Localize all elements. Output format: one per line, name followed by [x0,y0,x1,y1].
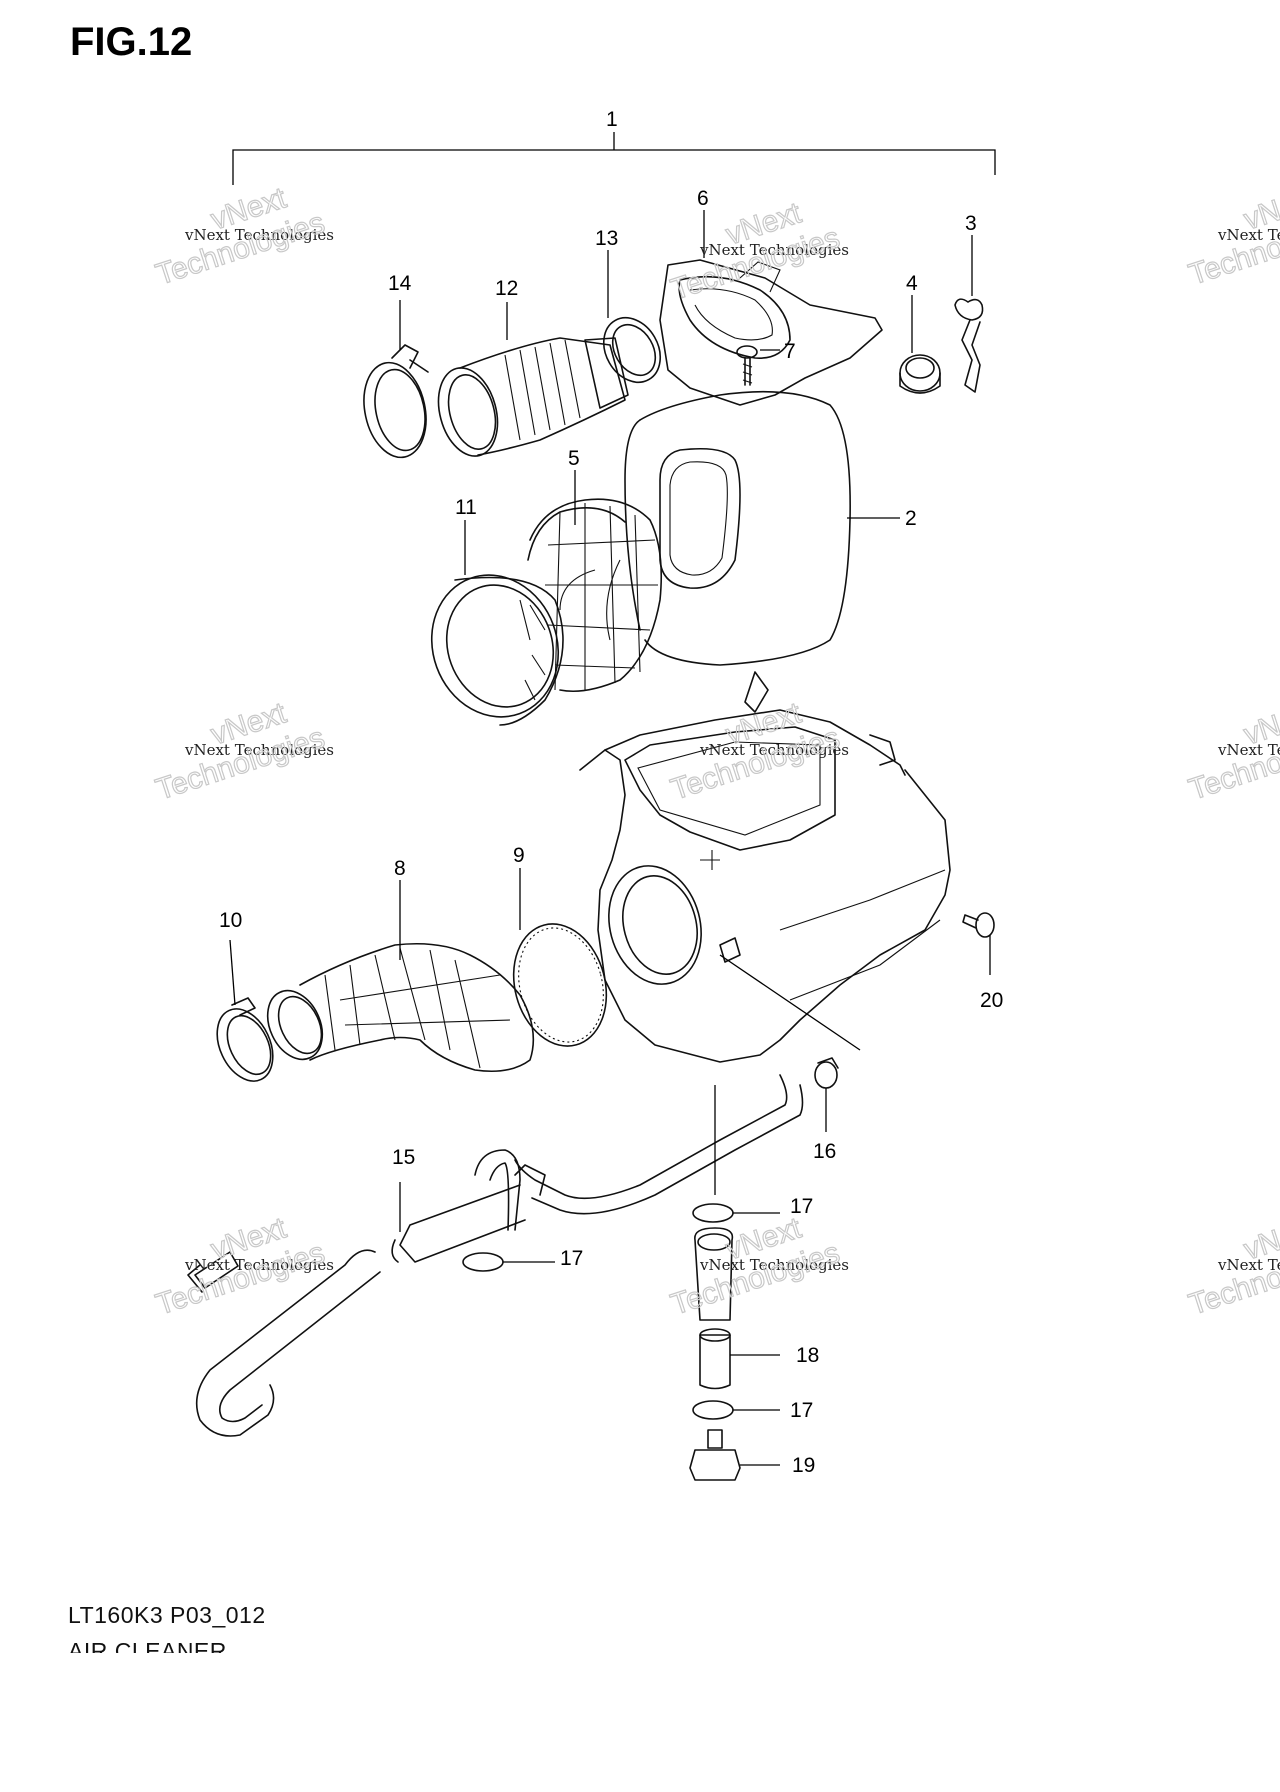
callout-16: 16 [813,1140,836,1163]
svg-text:vNext Technologies: vNext Technologies [1217,741,1280,759]
callout-11: 11 [455,496,477,519]
part-20-bolt [962,912,995,938]
svg-text:vNext Technologies: vNext Technologies [699,1256,849,1274]
callout-17b: 17 [560,1247,583,1270]
part-8-outlet-duct [266,942,535,1073]
svg-text:vNext Technologies: vNext Technologies [184,741,334,759]
part-15-breather-hose [195,1074,804,1437]
callout-1: 1 [606,108,618,131]
watermark-2: vNext Technologies vNext Technologies [666,196,849,307]
part-6-cleaner-cap [659,259,883,406]
callout-15: 15 [392,1146,415,1169]
callout-8: 8 [394,857,406,880]
part-12-intake-duct [437,337,629,457]
callout-4: 4 [906,272,918,295]
part-19-drain-plug [689,1429,741,1481]
part-11-ring-clamp [430,574,564,726]
watermarks: vNext Technologies vNext Technologies vN… [151,181,1280,1322]
figure-code: LT160K3 P03_012 [68,1602,266,1628]
callout-5: 5 [568,447,580,470]
watermark-3: vNext Technologies vNext Technologies [1184,181,1280,292]
part-13-seal-ring [602,317,662,383]
figure-title: FIG.12 [70,20,193,64]
watermark-4: vNext Technologies vNext Technologies [151,696,334,807]
callout-20: 20 [980,989,1003,1012]
part-2-filter-element [624,390,851,666]
part-18-drain-hose [694,1227,734,1390]
callout-9: 9 [513,844,525,867]
callout-labels: 1 2 3 4 5 6 7 8 9 10 11 12 13 14 15 16 1… [219,108,1003,1477]
part-5-filter-frame [527,498,662,693]
svg-text:vNext Technologies: vNext Technologies [699,741,849,759]
callout-7: 7 [784,340,796,363]
watermark-8: vNext Technologies vNext Technologies [666,1211,849,1322]
part-7-screw [736,345,758,386]
part-3-clip [954,298,984,393]
watermark-7: vNext Technologies vNext Technologies [151,1211,334,1322]
svg-text:vNext Technologies: vNext Technologies [184,1256,334,1274]
part-16-clip [814,1057,839,1089]
assembly-bracket [232,132,996,185]
part-10-clamp [216,997,274,1082]
svg-text:vNext Technologies: vNext Technologies [1217,1256,1280,1274]
watermark-1: vNext Technologies vNext Technologies [151,181,334,292]
fwd-arrow-icon [187,1251,239,1293]
part-9-o-ring [512,923,608,1047]
watermark-6: vNext Technologies vNext Technologies [1184,696,1280,807]
callout-6: 6 [697,187,709,210]
watermark-5: vNext Technologies vNext Technologies [666,696,849,807]
svg-text:vNext Technologies: vNext Technologies [1217,226,1280,244]
part-14-clamp [363,344,429,459]
callout-17c: 17 [790,1399,813,1422]
part-4-grommet [899,354,941,394]
callout-12: 12 [495,277,518,300]
figure-name: AIR CLEANER [68,1638,227,1653]
callout-13: 13 [595,227,618,250]
watermark-9: vNext Technologies vNext Technologies [1184,1211,1280,1322]
leader-lines [229,210,991,1466]
svg-text:vNext Technologies: vNext Technologies [184,226,334,244]
svg-text:vNext Technologies: vNext Technologies [699,241,849,259]
callout-10: 10 [219,909,242,932]
callout-18: 18 [796,1344,819,1367]
callout-2: 2 [905,507,917,530]
callout-17a: 17 [790,1195,813,1218]
callout-14: 14 [388,272,412,295]
callout-19: 19 [792,1454,815,1477]
air-cleaner-case [579,671,951,1063]
callout-3: 3 [965,212,977,235]
